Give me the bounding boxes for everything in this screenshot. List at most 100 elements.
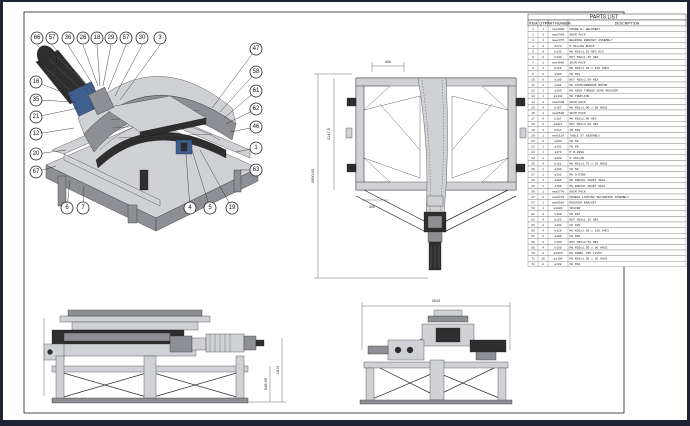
- parts-list-title: PARTS LIST: [590, 15, 618, 21]
- parts-list-cell: new2450: [552, 34, 565, 37]
- svg-text:7: 7: [81, 205, 85, 211]
- parts-list-cell: 4: [542, 129, 544, 132]
- isometric-view: 66 57 36 26 18 29 57 30 3 16 35 21 12 20…: [29, 31, 263, 232]
- parts-list-cell: FW M20: [570, 224, 581, 227]
- parts-list-cell: M8 COUPLING: [570, 95, 590, 98]
- parts-list-cell: 8: [542, 241, 544, 244]
- parts-list-cell: A470: [554, 45, 561, 48]
- svg-text:6: 6: [65, 205, 69, 211]
- parts-list-cell: SHIM PACK: [570, 190, 586, 193]
- parts-list-cell: 29: [531, 185, 535, 188]
- balloon: 57: [119, 31, 133, 45]
- parts-list-cell: b117: [554, 128, 561, 132]
- parts-list-cell: 1: [542, 190, 544, 193]
- parts-list-cell: FW M16: [570, 129, 581, 132]
- parts-list-cell: a260: [554, 90, 561, 93]
- parts-list-cell: b157: [554, 105, 561, 109]
- parts-list-cell: 16: [531, 112, 535, 115]
- parts-list-cell: a108: [554, 73, 561, 76]
- parts-list-cell: 8: [542, 224, 544, 227]
- svg-text:1: 1: [254, 145, 258, 151]
- parts-list-cell: 1: [542, 151, 544, 154]
- balloon: 35: [29, 93, 43, 107]
- parts-list-cell: a1108: [553, 258, 562, 261]
- dim-300: 300: [369, 205, 375, 209]
- parts-list-cell: M8 DOWEL PIN 12x50: [570, 252, 603, 255]
- svg-text:36: 36: [65, 35, 72, 41]
- balloon: 58: [249, 65, 263, 79]
- parts-list-cell: 13: [531, 95, 535, 98]
- iso-leg-dark: [139, 169, 149, 191]
- balloon: 63: [249, 163, 263, 177]
- parts-list-cell: 22: [531, 146, 535, 149]
- parts-list-cell: 16: [541, 258, 545, 261]
- parts-list-cell: 6: [532, 56, 534, 59]
- dim-1812: 1812: [276, 366, 280, 374]
- iso-leg-right: [233, 169, 242, 193]
- parts-list-cell: BEARING BRACKET ASSEMBLY: [570, 39, 613, 42]
- parts-list-cell: 3: [542, 101, 544, 104]
- parts-list-cell: 12: [531, 90, 535, 93]
- parts-list-cell: 5: [532, 50, 534, 53]
- parts-list-cell: 1: [542, 196, 544, 199]
- parts-list-cell: a281: [554, 84, 561, 87]
- parts-list-cell: 1: [542, 112, 544, 115]
- parts-list-cell: SHIM PACK: [570, 101, 586, 104]
- top-view: 400 2147.5 2600.00 300: [311, 60, 527, 279]
- parts-list-cell: new5107: [552, 134, 565, 137]
- dim-838: 838.09: [264, 378, 268, 390]
- parts-list-cell: DOUBLE LOCKING MECHANISM ASSEMBLY: [570, 196, 630, 199]
- parts-list-cell: 4: [542, 213, 544, 216]
- iso-motor-end: [37, 45, 57, 69]
- parts-list-cell: FW M10: [570, 213, 581, 216]
- parts-list-cell: 1: [542, 28, 544, 31]
- parts-list-header-cell: PART NUMBER: [545, 21, 571, 25]
- svg-text:4: 4: [188, 205, 192, 211]
- balloon: 6: [60, 201, 74, 215]
- iso-beam-left: [63, 153, 161, 207]
- parts-list-cell: 8: [542, 73, 544, 76]
- parts-list-cell: a1014: [553, 123, 562, 126]
- svg-text:57: 57: [123, 35, 130, 41]
- iso-rail-dark: [95, 132, 227, 169]
- parts-list-cell: 3: [532, 39, 534, 42]
- dim-2147-5: 2147.5: [327, 128, 331, 140]
- balloon: 29: [104, 31, 118, 45]
- parts-list-cell: b185: [554, 77, 561, 81]
- parts-list-cell: 2: [542, 34, 544, 37]
- parts-list-cell: NUT M20x2.50 HEX: [570, 78, 599, 81]
- parts-list-cell: NUT M20x2.50 HEX: [570, 241, 599, 244]
- parts-list-cell: 58: [531, 207, 535, 210]
- balloon: 12: [29, 127, 43, 141]
- parts-list-cell: FW M8: [570, 168, 579, 171]
- dim-400: 400: [385, 60, 391, 64]
- parts-list-cell: a108: [554, 263, 561, 266]
- balloon: 20: [29, 147, 43, 161]
- parts-list-cell: 15: [531, 106, 535, 109]
- parts-list-cell: new8734: [552, 196, 565, 199]
- parts-list-cell: b150: [554, 240, 561, 244]
- parts-list-cell: SHIM PACK: [570, 34, 586, 37]
- parts-list-cell: 4: [542, 67, 544, 70]
- parts-list-cell: 69: [531, 246, 535, 249]
- parts-list-cell: 1: [542, 140, 544, 143]
- parts-list-cell: 8: [532, 67, 534, 70]
